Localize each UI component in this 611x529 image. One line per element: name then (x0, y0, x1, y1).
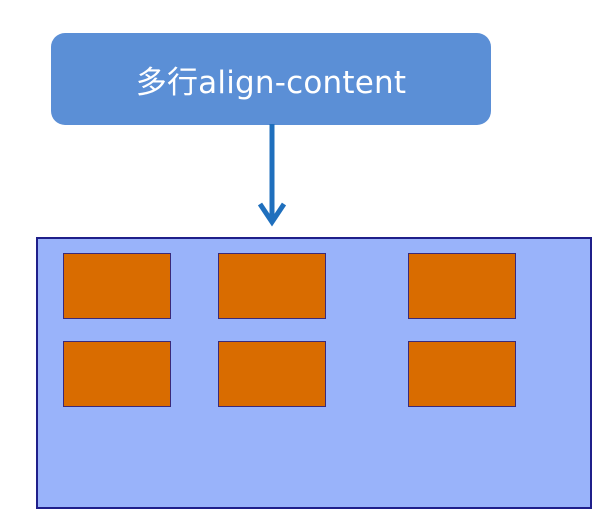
flex-item-r1c2 (218, 253, 326, 319)
flex-item-r2c2 (218, 341, 326, 407)
flex-container (36, 237, 592, 509)
flex-item-r2c3 (408, 341, 516, 407)
flex-item-r2c1 (63, 341, 171, 407)
title-box: 多行align-content (51, 33, 491, 125)
down-arrow-icon (257, 124, 287, 227)
flex-item-r1c3 (408, 253, 516, 319)
flex-item-r1c1 (63, 253, 171, 319)
title-label: 多行align-content (135, 64, 407, 101)
